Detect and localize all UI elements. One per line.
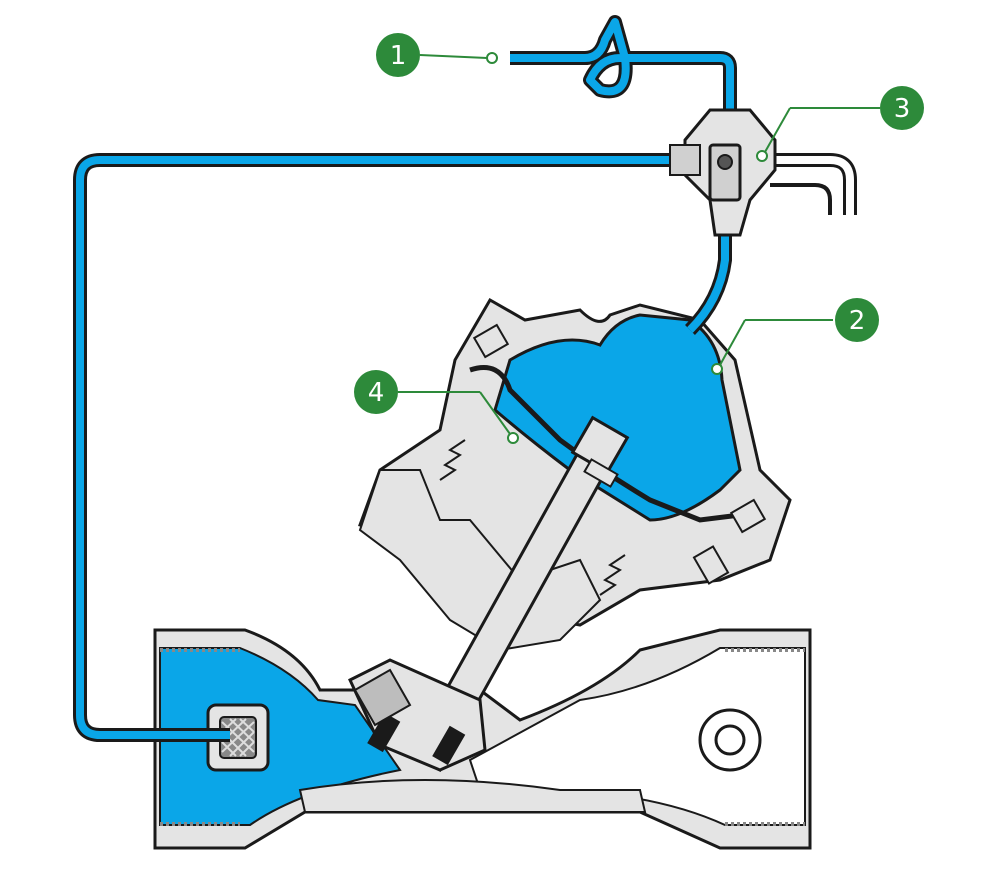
callout-4-label: 4 [368, 378, 385, 408]
callout-2: 2 [711, 298, 879, 375]
callout-3-label: 3 [894, 94, 911, 124]
bonnet-supply-tube [684, 230, 732, 335]
callout-1: 1 [376, 33, 498, 77]
callout-1-label: 1 [390, 41, 407, 71]
callout-2-label: 2 [849, 306, 866, 336]
callout-4: 4 [354, 370, 519, 444]
valve-disc [348, 658, 487, 772]
control-tubing [73, 153, 675, 742]
outlet-port [698, 708, 762, 772]
exhaust-tube [770, 153, 857, 215]
diaphragm [469, 365, 741, 523]
inlet-water [159, 647, 402, 826]
callout-3: 3 [756, 86, 924, 162]
three-way-solenoid [669, 108, 777, 237]
inlet-pressure-tube [510, 15, 737, 120]
